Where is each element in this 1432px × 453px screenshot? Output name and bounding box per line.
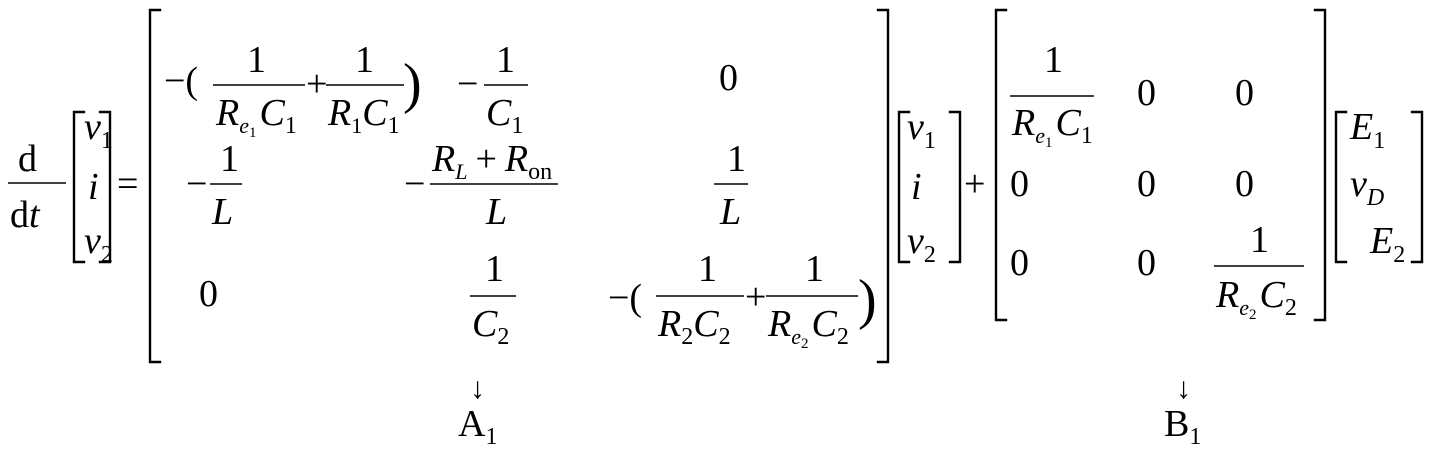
a1-r3c3: −( 1 R2C2 + 1 Re2C2 ) <box>608 248 877 352</box>
a1-r3c3-t1-den: R2C2 <box>657 303 731 350</box>
plus-sign: + <box>964 163 985 205</box>
rhs-state-vector: v1 i v2 <box>897 106 962 268</box>
lhs: d dt v1 i v2 = <box>8 106 138 268</box>
matrix-a1: −( 1 Re1C1 + 1 R1C1 ) − 1 C1 0 − 1 L − <box>148 8 890 450</box>
a1-r2c3-den: L <box>719 191 741 233</box>
a1-r2c2-minus: − <box>404 163 425 205</box>
a1-label: A1 <box>458 403 497 450</box>
input-vector: E1 vD E2 <box>1334 106 1424 268</box>
a1-r1c1-open: −( <box>164 60 198 102</box>
a1-r2c3: 1 L <box>714 138 748 233</box>
a1-r1c2: − 1 C1 <box>457 39 528 139</box>
a1-r3c3-plus: + <box>745 276 766 318</box>
matrix-a1-right-bracket <box>876 8 890 364</box>
d-numerator: d <box>18 138 37 180</box>
rhs-vector-right-bracket <box>948 110 962 264</box>
b1-r3c3-den: Re2C2 <box>1215 274 1297 323</box>
b1-r2c3: 0 <box>1235 163 1254 205</box>
lhs-vector-left-bracket <box>72 110 86 264</box>
equals-sign: = <box>117 163 138 205</box>
lhs-i: i <box>88 166 99 208</box>
rhs-vector-left-bracket <box>897 110 911 264</box>
a1-r1c1-close: ) <box>403 53 422 115</box>
b1-r3c3: 1 Re2C2 <box>1214 219 1304 323</box>
a1-r1c1: −( 1 Re1C1 + 1 R1C1 ) <box>164 39 422 141</box>
a1-r1c1-t2-num: 1 <box>355 39 374 81</box>
lhs-vector-right-bracket <box>98 110 112 264</box>
a1-r1c1-t1-den: Re1C1 <box>215 92 297 141</box>
b1-arrow: ↓ <box>1176 372 1191 405</box>
b1-r3c1: 0 <box>1010 242 1029 284</box>
matrix-a1-left-bracket <box>148 8 162 364</box>
input-vd: vD <box>1350 163 1384 211</box>
a1-r3c3-t2-num: 1 <box>805 248 824 290</box>
b1-r2c2: 0 <box>1137 163 1156 205</box>
a1-r2c1-num: 1 <box>220 138 239 180</box>
a1-r3c3-t2-den: Re2C2 <box>767 303 849 352</box>
a1-r2c2-den: L <box>485 191 507 233</box>
rhs-v2: v2 <box>907 220 936 268</box>
rhs-i: i <box>911 166 922 208</box>
a1-r2c2-num: RL+Ron <box>431 138 552 185</box>
a1-r3c1: 0 <box>199 273 218 315</box>
a1-r1c2-num: 1 <box>496 39 515 81</box>
a1-r2c3-num: 1 <box>727 138 746 180</box>
input-e2: E2 <box>1369 220 1405 268</box>
b1-r1c2: 0 <box>1137 72 1156 114</box>
a1-r1c1-t1-num: 1 <box>247 39 266 81</box>
matrix-b1: 1 Re1C1 0 0 0 0 0 0 0 1 Re2C2 ↓ B1 <box>994 8 1327 450</box>
a1-r3c2-num: 1 <box>485 248 504 290</box>
input-e1: E1 <box>1349 106 1385 154</box>
d-denominator: dt <box>10 194 41 236</box>
b1-r2c1: 0 <box>1010 163 1029 205</box>
a1-r3c2-den: C2 <box>472 303 509 350</box>
a1-r2c2: − RL+Ron L <box>404 138 558 233</box>
a1-r3c3-open: −( <box>608 277 642 319</box>
b1-r1c1: 1 Re1C1 <box>1010 39 1094 151</box>
b1-r1c3: 0 <box>1235 72 1254 114</box>
b1-label: B1 <box>1164 403 1201 450</box>
a1-r1c3: 0 <box>719 57 738 99</box>
a1-r1c1-t2-den: R1C1 <box>327 92 400 139</box>
a1-r1c2-den: C1 <box>486 92 523 139</box>
a1-arrow: ↓ <box>470 372 485 405</box>
a1-r3c3-t1-num: 1 <box>698 248 717 290</box>
b1-r1c1-num: 1 <box>1044 39 1063 81</box>
matrix-b1-right-bracket <box>1313 8 1327 322</box>
a1-r2c1-den: L <box>211 191 233 233</box>
b1-r3c2: 0 <box>1137 242 1156 284</box>
b1-r3c3-num: 1 <box>1250 219 1269 261</box>
a1-r3c3-close: ) <box>858 269 877 331</box>
rhs-v1: v1 <box>907 106 936 154</box>
a1-r3c2: 1 C2 <box>470 248 516 350</box>
a1-r1c2-minus: − <box>457 63 478 105</box>
input-vector-right-bracket <box>1410 110 1424 264</box>
b1-r1c1-den: Re1C1 <box>1011 102 1093 151</box>
matrix-b1-left-bracket <box>994 8 1008 322</box>
input-vector-left-bracket <box>1334 110 1348 264</box>
a1-r2c1: − 1 L <box>186 138 242 233</box>
a1-r2c1-minus: − <box>186 163 207 205</box>
a1-r1c1-plus: + <box>306 63 327 105</box>
